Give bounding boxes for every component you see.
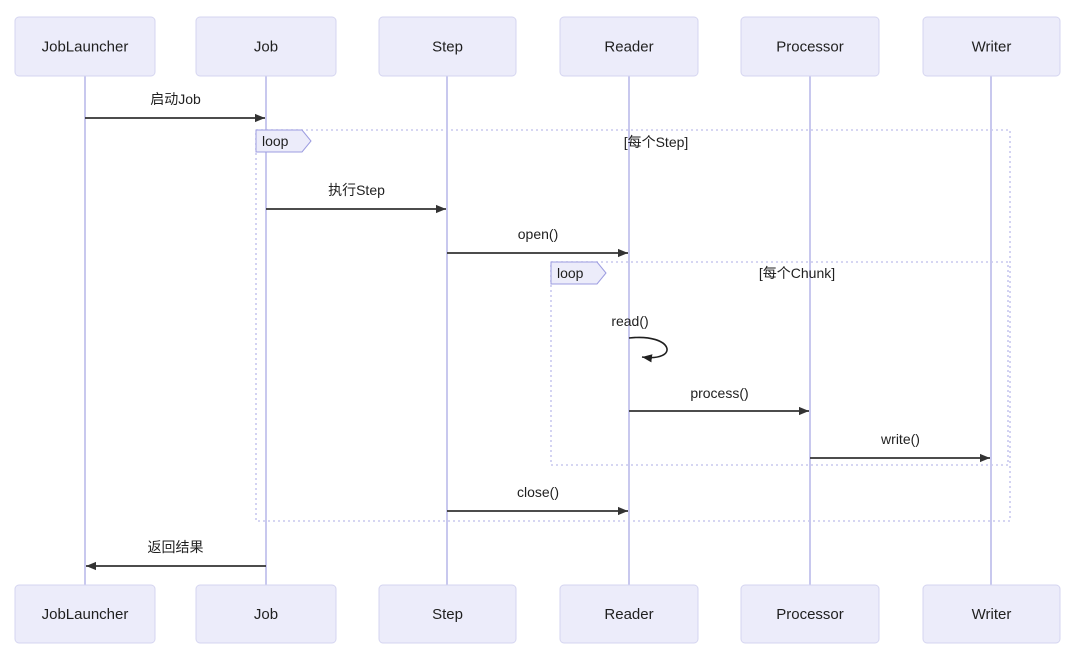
fragment-condition-label: [每个Chunk]	[759, 265, 835, 281]
participant-reader-bottom[interactable]: Reader	[559, 584, 699, 644]
participants-bottom-group: JobLauncher Job Step Reader Processor Writer	[14, 584, 1061, 644]
message-label: write()	[880, 431, 920, 447]
participant-label: Job	[254, 38, 278, 55]
participant-label: JobLauncher	[42, 606, 129, 623]
participant-label: Reader	[604, 606, 653, 623]
participant-label: Job	[254, 606, 278, 623]
participant-box[interactable]	[195, 16, 337, 77]
fragment-operator-label: loop	[557, 265, 584, 281]
participant-label: Step	[432, 38, 463, 55]
participant-box[interactable]	[378, 584, 517, 644]
participant-reader-top[interactable]: Reader	[559, 16, 699, 77]
participant-step-top[interactable]: Step	[378, 16, 517, 77]
fragment-border	[255, 129, 1011, 522]
participant-label: Writer	[972, 38, 1012, 55]
participant-box[interactable]	[378, 16, 517, 77]
participant-box[interactable]	[922, 584, 1061, 644]
participant-box[interactable]	[740, 16, 880, 77]
fragment-inner-loop: loop [每个Chunk]	[550, 261, 1009, 466]
fragment-operator-label: loop	[262, 133, 289, 149]
message-label: read()	[611, 313, 648, 329]
participant-job-top[interactable]: Job	[195, 16, 337, 77]
fragment-operator-tab	[255, 129, 312, 153]
participants-top-group: JobLauncher Job Step Reader Processor Writer	[14, 16, 1061, 77]
message-label: 启动Job	[150, 91, 201, 107]
message-label: 返回结果	[148, 539, 204, 555]
message-label: process()	[690, 385, 748, 401]
participant-processor-top[interactable]: Processor	[740, 16, 880, 77]
participant-label: Writer	[972, 606, 1012, 623]
participant-processor-bottom[interactable]: Processor	[740, 584, 880, 644]
fragment-condition-label: [每个Step]	[624, 134, 689, 150]
message-self-loop-arrow	[628, 336, 668, 363]
participant-box[interactable]	[195, 584, 337, 644]
participant-label: Processor	[776, 606, 844, 623]
participant-label: Processor	[776, 38, 844, 55]
messages-group: 启动Job 执行Step open() read() process() write() c…	[85, 91, 990, 571]
participant-box[interactable]	[559, 16, 699, 77]
fragment-operator-tab	[550, 261, 607, 285]
participant-label: Step	[432, 606, 463, 623]
participant-writer-bottom[interactable]: Writer	[922, 584, 1061, 644]
fragments-group: loop [每个Step] loop [每个Chunk]	[255, 129, 1011, 522]
message-label: 执行Step	[328, 182, 385, 198]
participant-joblauncher-top[interactable]: JobLauncher	[14, 16, 156, 77]
message-m7: close()	[447, 484, 628, 516]
message-m8: 返回结果	[86, 539, 266, 571]
message-label: close()	[517, 484, 559, 500]
participant-writer-top[interactable]: Writer	[922, 16, 1061, 77]
participant-box[interactable]	[14, 584, 156, 644]
message-m1: 启动Job	[85, 91, 265, 123]
message-label: open()	[518, 226, 558, 242]
message-m6: write()	[810, 431, 990, 463]
participant-label: Reader	[604, 38, 653, 55]
participant-job-bottom[interactable]: Job	[195, 584, 337, 644]
participant-joblauncher-bottom[interactable]: JobLauncher	[14, 584, 156, 644]
lifelines-group	[84, 76, 992, 585]
participant-label: JobLauncher	[42, 38, 129, 55]
participant-box[interactable]	[559, 584, 699, 644]
participant-box[interactable]	[740, 584, 880, 644]
fragment-border	[550, 261, 1009, 466]
message-m4: read()	[611, 313, 668, 363]
participant-box[interactable]	[922, 16, 1061, 77]
message-m3: open()	[447, 226, 628, 258]
message-m2: 执行Step	[266, 182, 446, 214]
message-m5: process()	[629, 385, 809, 416]
participant-box[interactable]	[14, 16, 156, 77]
participant-step-bottom[interactable]: Step	[378, 584, 517, 644]
fragment-outer-loop: loop [每个Step]	[255, 129, 1011, 522]
